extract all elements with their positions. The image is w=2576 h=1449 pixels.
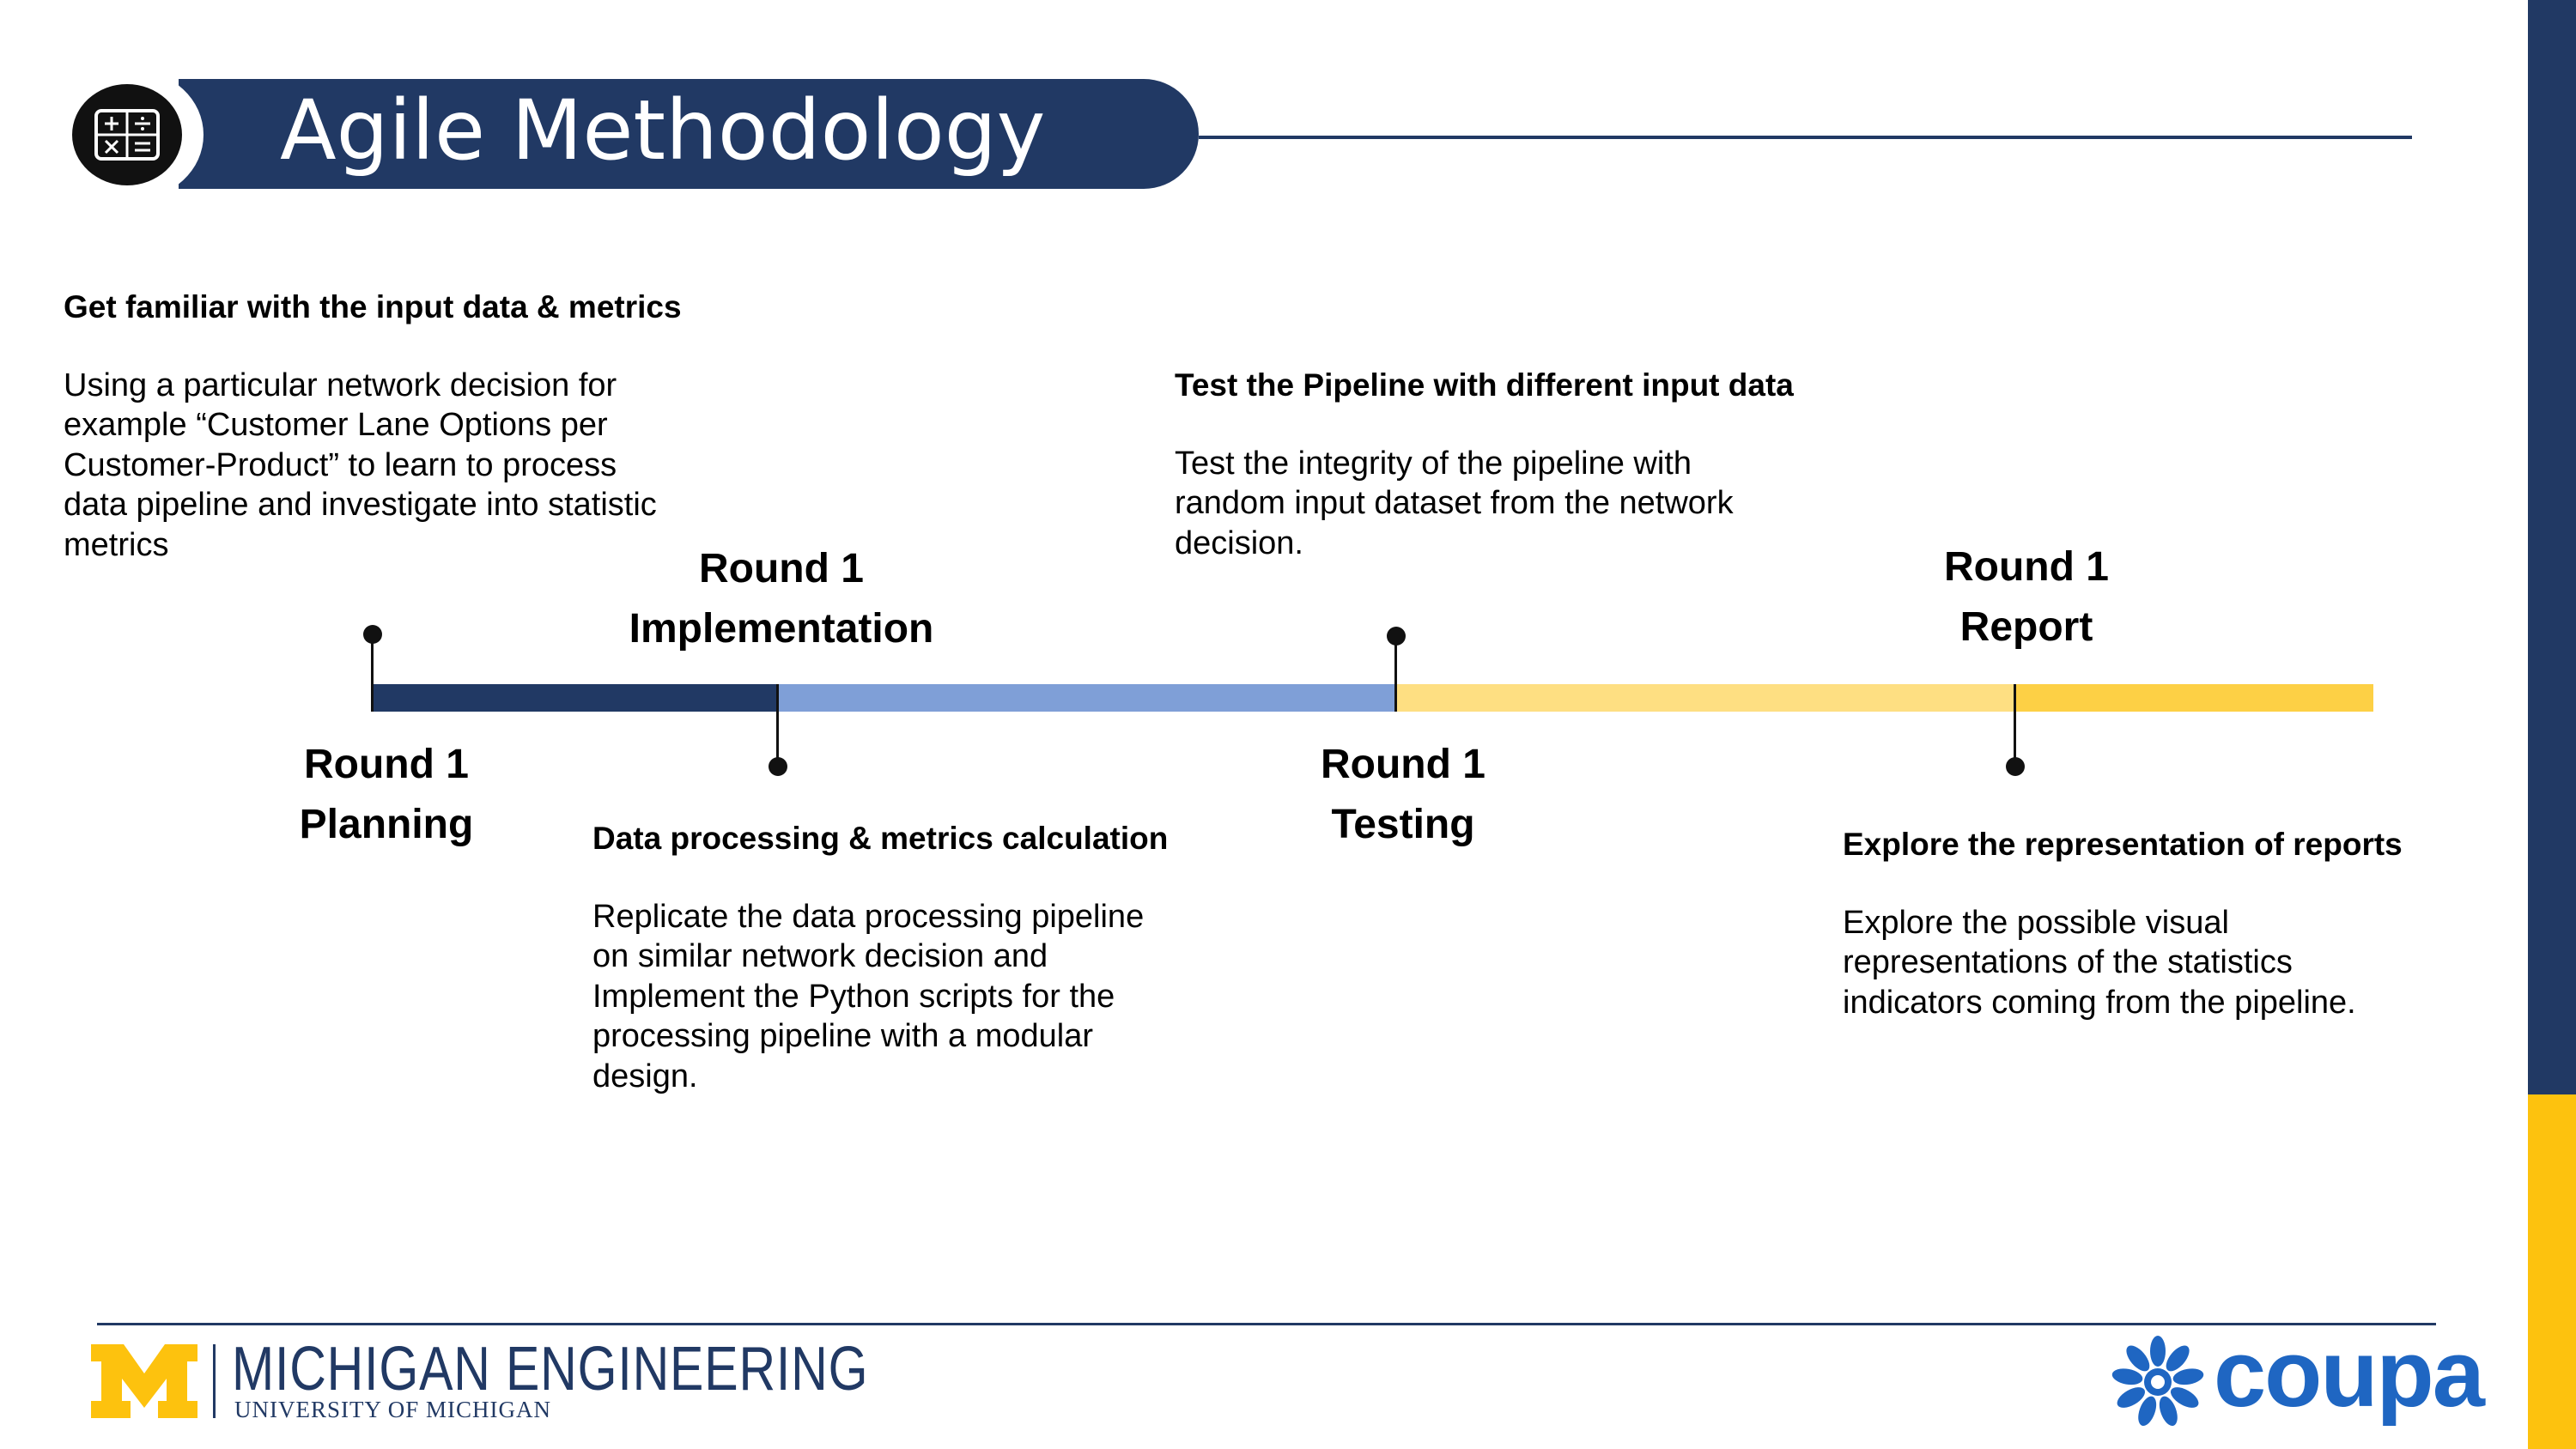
testing-info-title: Test the Pipeline with different input d… [1175, 367, 1794, 403]
title-banner [179, 79, 1199, 189]
testing-info-body: Test the integrity of the pipeline with … [1175, 446, 1734, 561]
timeline-segment-planning [372, 684, 777, 712]
coupa-flower-icon [2111, 1336, 2204, 1427]
title-rule [1199, 136, 2412, 139]
report-info-body: Explore the possible visual representati… [1843, 905, 2356, 1021]
implementation-info-title: Data processing & metrics calculation [592, 821, 1169, 856]
planning-info-body: Using a particular network decision for … [64, 367, 657, 563]
timeline-segment-report [2014, 684, 2373, 712]
phase-label-testing: Round 1 Testing [1321, 742, 1485, 847]
planning-info-title: Get familiar with the input data & metri… [64, 289, 682, 324]
testing-info-block: Test the Pipeline with different input d… [1175, 365, 1827, 563]
marker-dot-planning [363, 625, 382, 644]
marker-stem-testing [1394, 636, 1397, 712]
report-info-title: Explore the representation of reports [1843, 827, 2403, 862]
timeline-segment-testing [1395, 684, 2014, 712]
marker-dot-implementation [769, 757, 787, 776]
title-icon-badge [72, 84, 182, 185]
side-accent-gold [2528, 1094, 2576, 1449]
timeline-segment-implementation [777, 684, 1395, 712]
coupa-logo-text: coupa [2214, 1321, 2485, 1427]
footer-logo-divider [213, 1344, 216, 1418]
page-title: Agile Methodology [280, 82, 1046, 179]
calculator-icon [94, 109, 160, 161]
block-m-logo [91, 1344, 197, 1418]
footer-rule [97, 1323, 2436, 1325]
planning-info-block: Get familiar with the input data & metri… [64, 287, 716, 565]
phase-label-implementation: Round 1 Implementation [629, 546, 934, 652]
implementation-info-body: Replicate the data processing pipeline o… [592, 899, 1145, 1094]
phase-label-report: Round 1 Report [1944, 544, 2109, 650]
marker-stem-planning [371, 634, 374, 712]
side-accent-navy [2528, 0, 2576, 1094]
marker-stem-report [2014, 684, 2016, 767]
phase-label-planning: Round 1 Planning [299, 742, 474, 847]
marker-dot-report [2006, 757, 2025, 776]
implementation-info-block: Data processing & metrics calculation Re… [592, 818, 1211, 1096]
university-subname: UNIVERSITY OF MICHIGAN [234, 1397, 551, 1422]
university-name: MICHIGAN ENGINEERING [232, 1335, 869, 1404]
report-info-block: Explore the representation of reports Ex… [1843, 824, 2495, 1022]
marker-stem-implementation [776, 684, 779, 767]
marker-dot-testing [1387, 627, 1406, 646]
